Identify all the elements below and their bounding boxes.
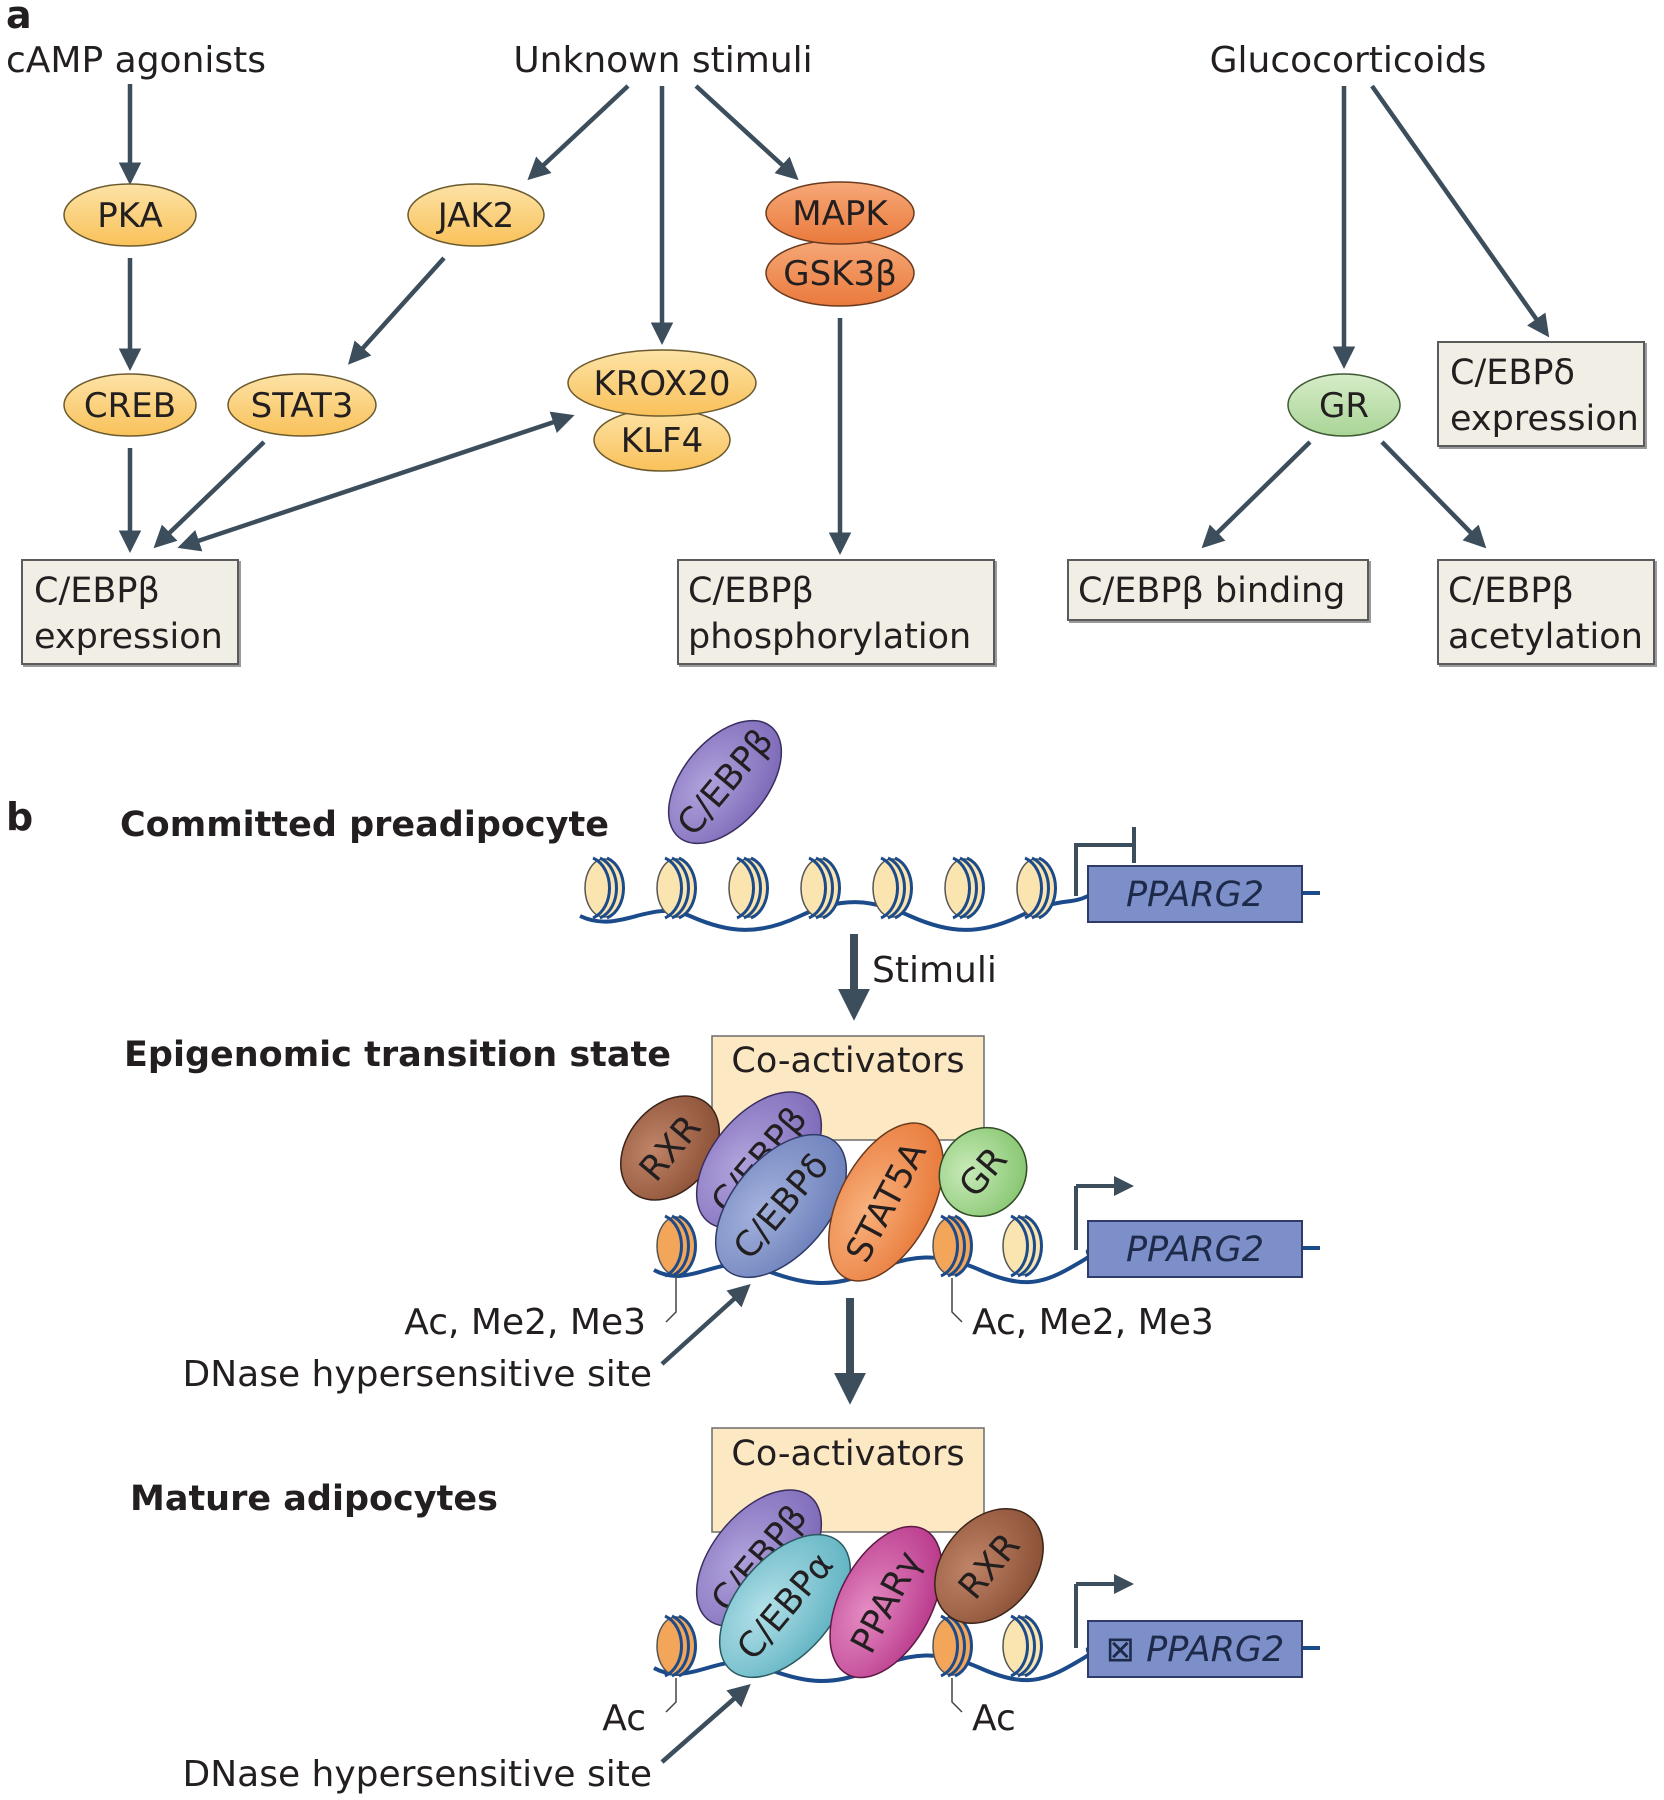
- arrow-stat3-expression: [153, 440, 266, 549]
- box-cebpd-expression: C/EBPδ expression: [1437, 341, 1645, 447]
- coactivators-transition-label: Co-activators: [731, 1041, 964, 1081]
- histone-marks-right-mature: Ac: [972, 1698, 1016, 1739]
- gsk3b-label: GSK3β: [783, 254, 897, 294]
- arrow-gr-acetylation: [1380, 440, 1487, 549]
- gene-box-mature: ⊠ PPARG2: [1087, 1620, 1303, 1678]
- box-cebpb-expression: C/EBPβ expression: [21, 559, 239, 665]
- stimuli-label: Stimuli: [872, 950, 997, 991]
- arrow-unknown-jak2: [527, 84, 630, 181]
- arrow-unknown-mapk: [694, 84, 799, 181]
- gr-factor-transition: GR: [938, 1126, 1028, 1218]
- creb-label: CREB: [84, 386, 176, 426]
- nucleosome-acetylated-right: [932, 1614, 973, 1678]
- pparg-factor-mature: PPARγ: [829, 1525, 943, 1679]
- state-epigenomic-transition: Epigenomic transition state: [124, 1035, 671, 1075]
- cebpb-expression-line2: expression: [34, 617, 223, 657]
- histone-marks-left-mature: Ac: [602, 1698, 646, 1739]
- pparg2-transition-label: PPARG2: [1126, 1230, 1264, 1270]
- nucleosome-plain: [1002, 1214, 1043, 1278]
- nucleosome-plain: [1002, 1614, 1043, 1678]
- dnase-site-transition-label: DNase hypersensitive site: [183, 1354, 653, 1395]
- nucleosome-acetylated-right: [932, 1214, 973, 1278]
- rxr-factor-transition: RXR: [620, 1095, 720, 1201]
- cebpb-expression-line1: C/EBPβ: [34, 571, 160, 611]
- cebpb-phosphorylation-line2: phosphorylation: [688, 617, 971, 657]
- nucleosome-6: [944, 856, 985, 920]
- node-stat3: STAT3: [227, 373, 377, 437]
- rxr-factor-mature: RXR: [934, 1507, 1044, 1625]
- promoter-blocked: [1074, 843, 1134, 896]
- klf4-label: KLF4: [621, 421, 703, 461]
- nucleosome-5: [872, 856, 913, 920]
- cebpb-acetylation-line2: acetylation: [1448, 617, 1643, 657]
- gene-box-transition: PPARG2: [1087, 1220, 1303, 1278]
- row-transition: Co-activators RXR C/EBPβ C/EBPδ STAT5A G…: [183, 1035, 1320, 1395]
- box-cebpb-acetylation: C/EBPβ acetylation: [1437, 559, 1655, 665]
- mapk-label: MAPK: [792, 194, 889, 234]
- mark-leader-left-mature: [665, 1678, 677, 1713]
- row-mature: Co-activators C/EBPβ C/EBPα PPARγ RXR ⊠ …: [183, 1427, 1320, 1795]
- pparg2-committed-label: PPARG2: [1126, 875, 1264, 915]
- cebpb-factor-committed: C/EBPβ: [667, 719, 783, 845]
- cebpb-acetylation-line1: C/EBPβ: [1448, 571, 1574, 611]
- nucleosome-acetylated-left: [656, 1214, 697, 1278]
- gr-label: GR: [1319, 386, 1369, 426]
- gene-box-committed: PPARG2: [1087, 865, 1303, 923]
- state-committed-preadipocyte: Committed preadipocyte: [120, 805, 609, 845]
- node-creb: CREB: [63, 373, 197, 437]
- stat5a-factor-transition: STAT5A: [827, 1122, 945, 1282]
- unknown-stimuli-label: Unknown stimuli: [513, 40, 812, 81]
- coactivators-mature-label: Co-activators: [731, 1434, 964, 1474]
- row-committed: C/EBPβ PPARG2: [579, 719, 1320, 932]
- stat3-label: STAT3: [251, 386, 354, 426]
- dnase-site-mature-label: DNase hypersensitive site: [183, 1754, 653, 1795]
- pka-label: PKA: [97, 196, 162, 236]
- arrow-jak2-stat3: [347, 256, 446, 365]
- state-mature-adipocytes: Mature adipocytes: [130, 1479, 498, 1519]
- dnase-pointer-transition: [660, 1283, 751, 1366]
- mark-leader-left-transition: [665, 1278, 677, 1323]
- nucleosome-acetylated-left: [656, 1614, 697, 1678]
- panel-a-label: a: [6, 0, 32, 37]
- cebpd-expression-line2: expression: [1450, 399, 1639, 439]
- node-gsk3b: GSK3β: [765, 239, 915, 307]
- mark-leader-right-mature: [951, 1678, 963, 1713]
- histone-marks-right-transition: Ac, Me2, Me3: [972, 1302, 1214, 1343]
- arrow-krox20-expression-bidirectional: [177, 411, 575, 552]
- arrow-gr-binding: [1201, 440, 1312, 549]
- cebpb-phosphorylation-line1: C/EBPβ: [688, 571, 814, 611]
- panel-a-arrows: [118, 84, 1550, 555]
- glucocorticoids-label: Glucocorticoids: [1210, 40, 1487, 81]
- panel-b-label: b: [6, 795, 33, 839]
- node-jak2: JAK2: [407, 183, 545, 247]
- nucleosome-7: [1016, 856, 1057, 920]
- nucleosome-4: [800, 856, 841, 920]
- cebpb-binding-label: C/EBPβ binding: [1078, 571, 1345, 611]
- node-krox20: KROX20: [567, 349, 757, 417]
- node-gr: GR: [1287, 373, 1401, 437]
- jak2-label: JAK2: [436, 196, 515, 236]
- dnase-pointer-mature: [660, 1684, 751, 1764]
- nucleosome-2: [656, 856, 697, 920]
- node-pka: PKA: [63, 183, 197, 247]
- cebpd-expression-line1: C/EBPδ: [1450, 353, 1575, 393]
- nucleosome-1: [584, 856, 625, 920]
- node-klf4: KLF4: [593, 408, 731, 472]
- pparg2-mature-label: ⊠ PPARG2: [1106, 1630, 1285, 1670]
- nucleosome-3: [728, 856, 769, 920]
- arrow-gluco-cebpd-expression: [1370, 84, 1550, 338]
- histone-marks-left-transition: Ac, Me2, Me3: [404, 1302, 646, 1343]
- nucleosomes-committed: [584, 856, 1057, 920]
- krox20-label: KROX20: [593, 364, 730, 404]
- mark-leader-right-transition: [951, 1278, 963, 1323]
- camp-agonists-label: cAMP agonists: [6, 40, 266, 81]
- nucleosomes-transition: [656, 1214, 1043, 1278]
- box-cebpb-phosphorylation: C/EBPβ phosphorylation: [677, 559, 995, 665]
- node-mapk: MAPK: [765, 181, 915, 245]
- box-cebpb-binding: C/EBPβ binding: [1067, 559, 1369, 621]
